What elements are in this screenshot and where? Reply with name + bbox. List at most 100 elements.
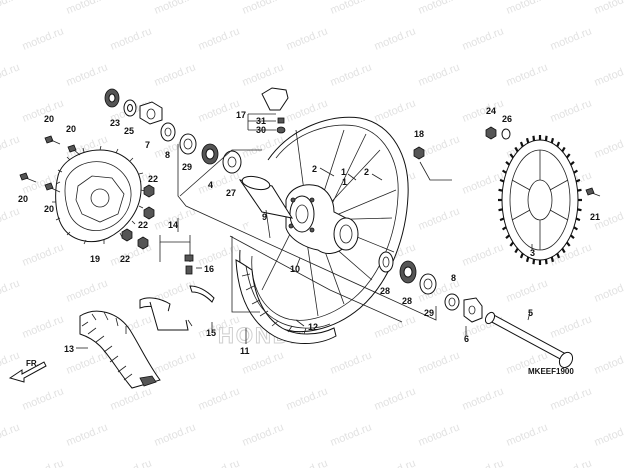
sprocket-tooth bbox=[556, 253, 561, 259]
watermark-text: motod.ru bbox=[197, 385, 242, 412]
watermark-text: motod.ru bbox=[593, 277, 625, 304]
callout-label: 12 bbox=[308, 322, 318, 332]
watermark-text: motod.ru bbox=[329, 349, 374, 376]
watermark-text: motod.ru bbox=[549, 25, 594, 52]
callout-label: 24 bbox=[486, 106, 496, 116]
leader-lines bbox=[76, 167, 533, 349]
watermark-text: motod.ru bbox=[329, 61, 374, 88]
watermark-text: motod.ru bbox=[21, 25, 66, 52]
sprocket-tooth bbox=[561, 247, 566, 254]
wheel-rim bbox=[235, 116, 409, 344]
watermark-text: motod.ru bbox=[417, 205, 462, 232]
watermark-text: motod.ru bbox=[285, 385, 330, 412]
watermark-text: motod.ru bbox=[241, 0, 286, 17]
callout-label: 13 bbox=[64, 344, 74, 354]
watermark-text: motod.ru bbox=[21, 457, 66, 468]
callout-label: 10 bbox=[290, 264, 300, 274]
right-bearings bbox=[378, 146, 437, 295]
callout-label: 4 bbox=[208, 180, 213, 190]
callout-label: 22 bbox=[148, 174, 158, 184]
callout-label: 28 bbox=[380, 286, 390, 296]
sprocket-tooth bbox=[550, 256, 555, 263]
watermark-text: motod.ru bbox=[549, 457, 594, 468]
watermark-text: motod.ru bbox=[549, 313, 594, 340]
watermark-text: motod.ru bbox=[461, 169, 506, 196]
rim-band-parts bbox=[139, 235, 215, 331]
watermark-text: motod.ru bbox=[241, 421, 286, 448]
watermark-text: motod.ru bbox=[593, 421, 625, 448]
sprocket-tooth bbox=[514, 247, 519, 254]
sprocket-tooth bbox=[532, 259, 536, 265]
tire bbox=[79, 310, 161, 389]
callout-label: 20 bbox=[44, 204, 54, 214]
sprocket-tooth bbox=[509, 153, 514, 159]
left-hub-parts bbox=[104, 88, 176, 142]
callout-label: 2 bbox=[312, 164, 317, 174]
sprocket-tooth bbox=[561, 146, 566, 153]
callout-label: 25 bbox=[124, 126, 134, 136]
sprocket-tooth bbox=[519, 253, 524, 259]
callout-label: 27 bbox=[226, 188, 236, 198]
watermark-text: motod.ru bbox=[241, 61, 286, 88]
hub-spacer-tube bbox=[238, 175, 294, 219]
sprocket-tooth bbox=[501, 226, 507, 231]
watermark-text: motod.ru bbox=[417, 0, 462, 17]
callout-label: 2 bbox=[364, 167, 369, 177]
watermark-text: motod.ru bbox=[0, 421, 21, 448]
callout-label: 20 bbox=[18, 194, 28, 204]
watermark-text: motod.ru bbox=[109, 457, 154, 468]
watermark-text: motod.ru bbox=[65, 61, 110, 88]
watermark-text: motod.ru bbox=[593, 349, 625, 376]
sprocket-tooth bbox=[575, 178, 581, 183]
sprocket-tooth bbox=[550, 137, 555, 144]
sprocket-tooth bbox=[575, 217, 581, 222]
watermark-text: motod.ru bbox=[505, 61, 550, 88]
sprocket-tooth bbox=[525, 137, 530, 144]
watermark-text: motod.ru bbox=[285, 457, 330, 468]
sprocket-tooth bbox=[519, 141, 524, 147]
callout-label: 22 bbox=[138, 220, 148, 230]
watermark-text: motod.ru bbox=[0, 277, 21, 304]
sprocket-tooth bbox=[556, 141, 561, 147]
watermark-text: motod.ru bbox=[373, 385, 418, 412]
sprocket-tooth bbox=[514, 146, 519, 153]
callout-label: 8 bbox=[165, 150, 170, 160]
valve-parts bbox=[247, 87, 289, 134]
figure-code: MKEEF1900 bbox=[528, 367, 574, 376]
watermark-text: motod.ru bbox=[109, 25, 154, 52]
watermark-text: motod.ru bbox=[197, 457, 242, 468]
callout-label: 21 bbox=[590, 212, 600, 222]
sprocket-tooth bbox=[570, 234, 575, 240]
watermark-text: motod.ru bbox=[0, 0, 21, 17]
brake-disc bbox=[52, 145, 146, 245]
watermark-text: motod.ru bbox=[373, 313, 418, 340]
callout-label: 19 bbox=[90, 254, 100, 264]
watermark-text: motod.ru bbox=[21, 313, 66, 340]
watermark-text: motod.ru bbox=[549, 385, 594, 412]
watermark-text: motod.ru bbox=[109, 385, 154, 412]
callout-label: 20 bbox=[44, 114, 54, 124]
sprocket bbox=[498, 135, 582, 265]
watermark-text: motod.ru bbox=[417, 349, 462, 376]
callout-label: 22 bbox=[120, 254, 130, 264]
callout-label: 17 bbox=[236, 110, 246, 120]
watermark-text: motod.ru bbox=[593, 133, 625, 160]
sprocket-tooth bbox=[499, 217, 505, 222]
callout-label: 15 bbox=[206, 328, 216, 338]
watermark-text: motod.ru bbox=[505, 277, 550, 304]
sprocket-fasteners bbox=[485, 126, 601, 197]
watermark-text: motod.ru bbox=[417, 421, 462, 448]
watermark-text: motod.ru bbox=[65, 0, 110, 17]
watermark-text: motod.ru bbox=[593, 61, 625, 88]
watermark-text: motod.ru bbox=[505, 0, 550, 17]
sprocket-tooth bbox=[570, 160, 575, 166]
sprocket-tooth bbox=[505, 160, 510, 166]
callout-label: 28 bbox=[402, 296, 412, 306]
axle-assembly bbox=[444, 293, 574, 369]
watermark-text: motod.ru bbox=[0, 61, 21, 88]
sprocket-tooth bbox=[544, 259, 548, 265]
sprocket-tooth bbox=[566, 153, 571, 159]
watermark-text: motod.ru bbox=[461, 25, 506, 52]
callout-label: 29 bbox=[182, 162, 192, 172]
watermark-text: motod.ru bbox=[373, 97, 418, 124]
